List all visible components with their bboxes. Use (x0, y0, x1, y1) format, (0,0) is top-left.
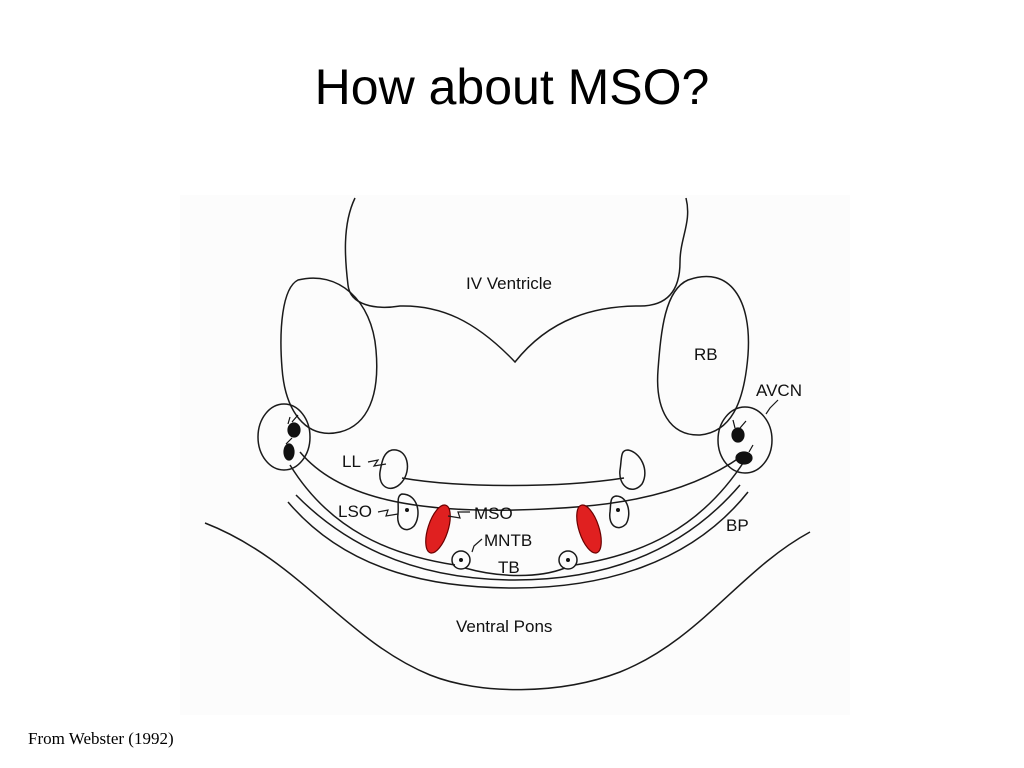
label-mntb: MNTB (484, 531, 532, 550)
label-avcn: AVCN (756, 381, 802, 400)
mntb-right-outline (558, 550, 578, 570)
avcn-left-outline (257, 403, 311, 471)
label-ll: LL (342, 452, 361, 471)
label-mso: MSO (474, 504, 513, 523)
label-tb: TB (498, 558, 520, 577)
iv-ventricle-outline (344, 197, 689, 364)
diagram-svg: IV Ventricle RB AVCN LL LSO MSO MNTB TB … (204, 197, 811, 691)
label-lso: LSO (338, 502, 372, 521)
neuron-left-1 (287, 422, 301, 438)
ventral-pons-outline (204, 522, 811, 691)
rb-right-outline (656, 275, 750, 436)
nucleus-dots (405, 508, 620, 562)
mso-right (576, 504, 602, 554)
avcn-neurons (283, 414, 754, 465)
tb-band-lower (287, 491, 749, 589)
rb-left-outline (280, 277, 378, 435)
pathway-tb-left (289, 464, 456, 566)
label-iv-ventricle: IV Ventricle (466, 274, 552, 293)
slide-title: How about MSO? (314, 59, 710, 115)
ll-right-outline (619, 449, 646, 490)
lso-right-outline (609, 495, 630, 529)
pathway-tb-right (574, 459, 746, 566)
neuron-right-1 (731, 427, 745, 443)
avcn-right-outline (717, 406, 773, 474)
neuron-right-2 (735, 451, 753, 465)
label-rb: RB (694, 345, 718, 364)
pathway-upper (299, 451, 743, 511)
pathway-ll (401, 477, 625, 487)
brainstem-diagram: IV Ventricle RB AVCN LL LSO MSO MNTB TB … (180, 195, 850, 715)
label-ventral-pons: Ventral Pons (456, 617, 552, 636)
label-bp: BP (726, 516, 749, 535)
tb-band-upper (295, 484, 741, 581)
mso-left (425, 504, 451, 554)
mntb-left-outline (451, 550, 471, 570)
leader-lines (367, 399, 779, 553)
pathway-tb-mid (464, 567, 566, 577)
neuron-left-2 (283, 443, 295, 461)
ll-left-outline (379, 449, 409, 490)
figure-caption: From Webster (1992) (28, 729, 174, 748)
